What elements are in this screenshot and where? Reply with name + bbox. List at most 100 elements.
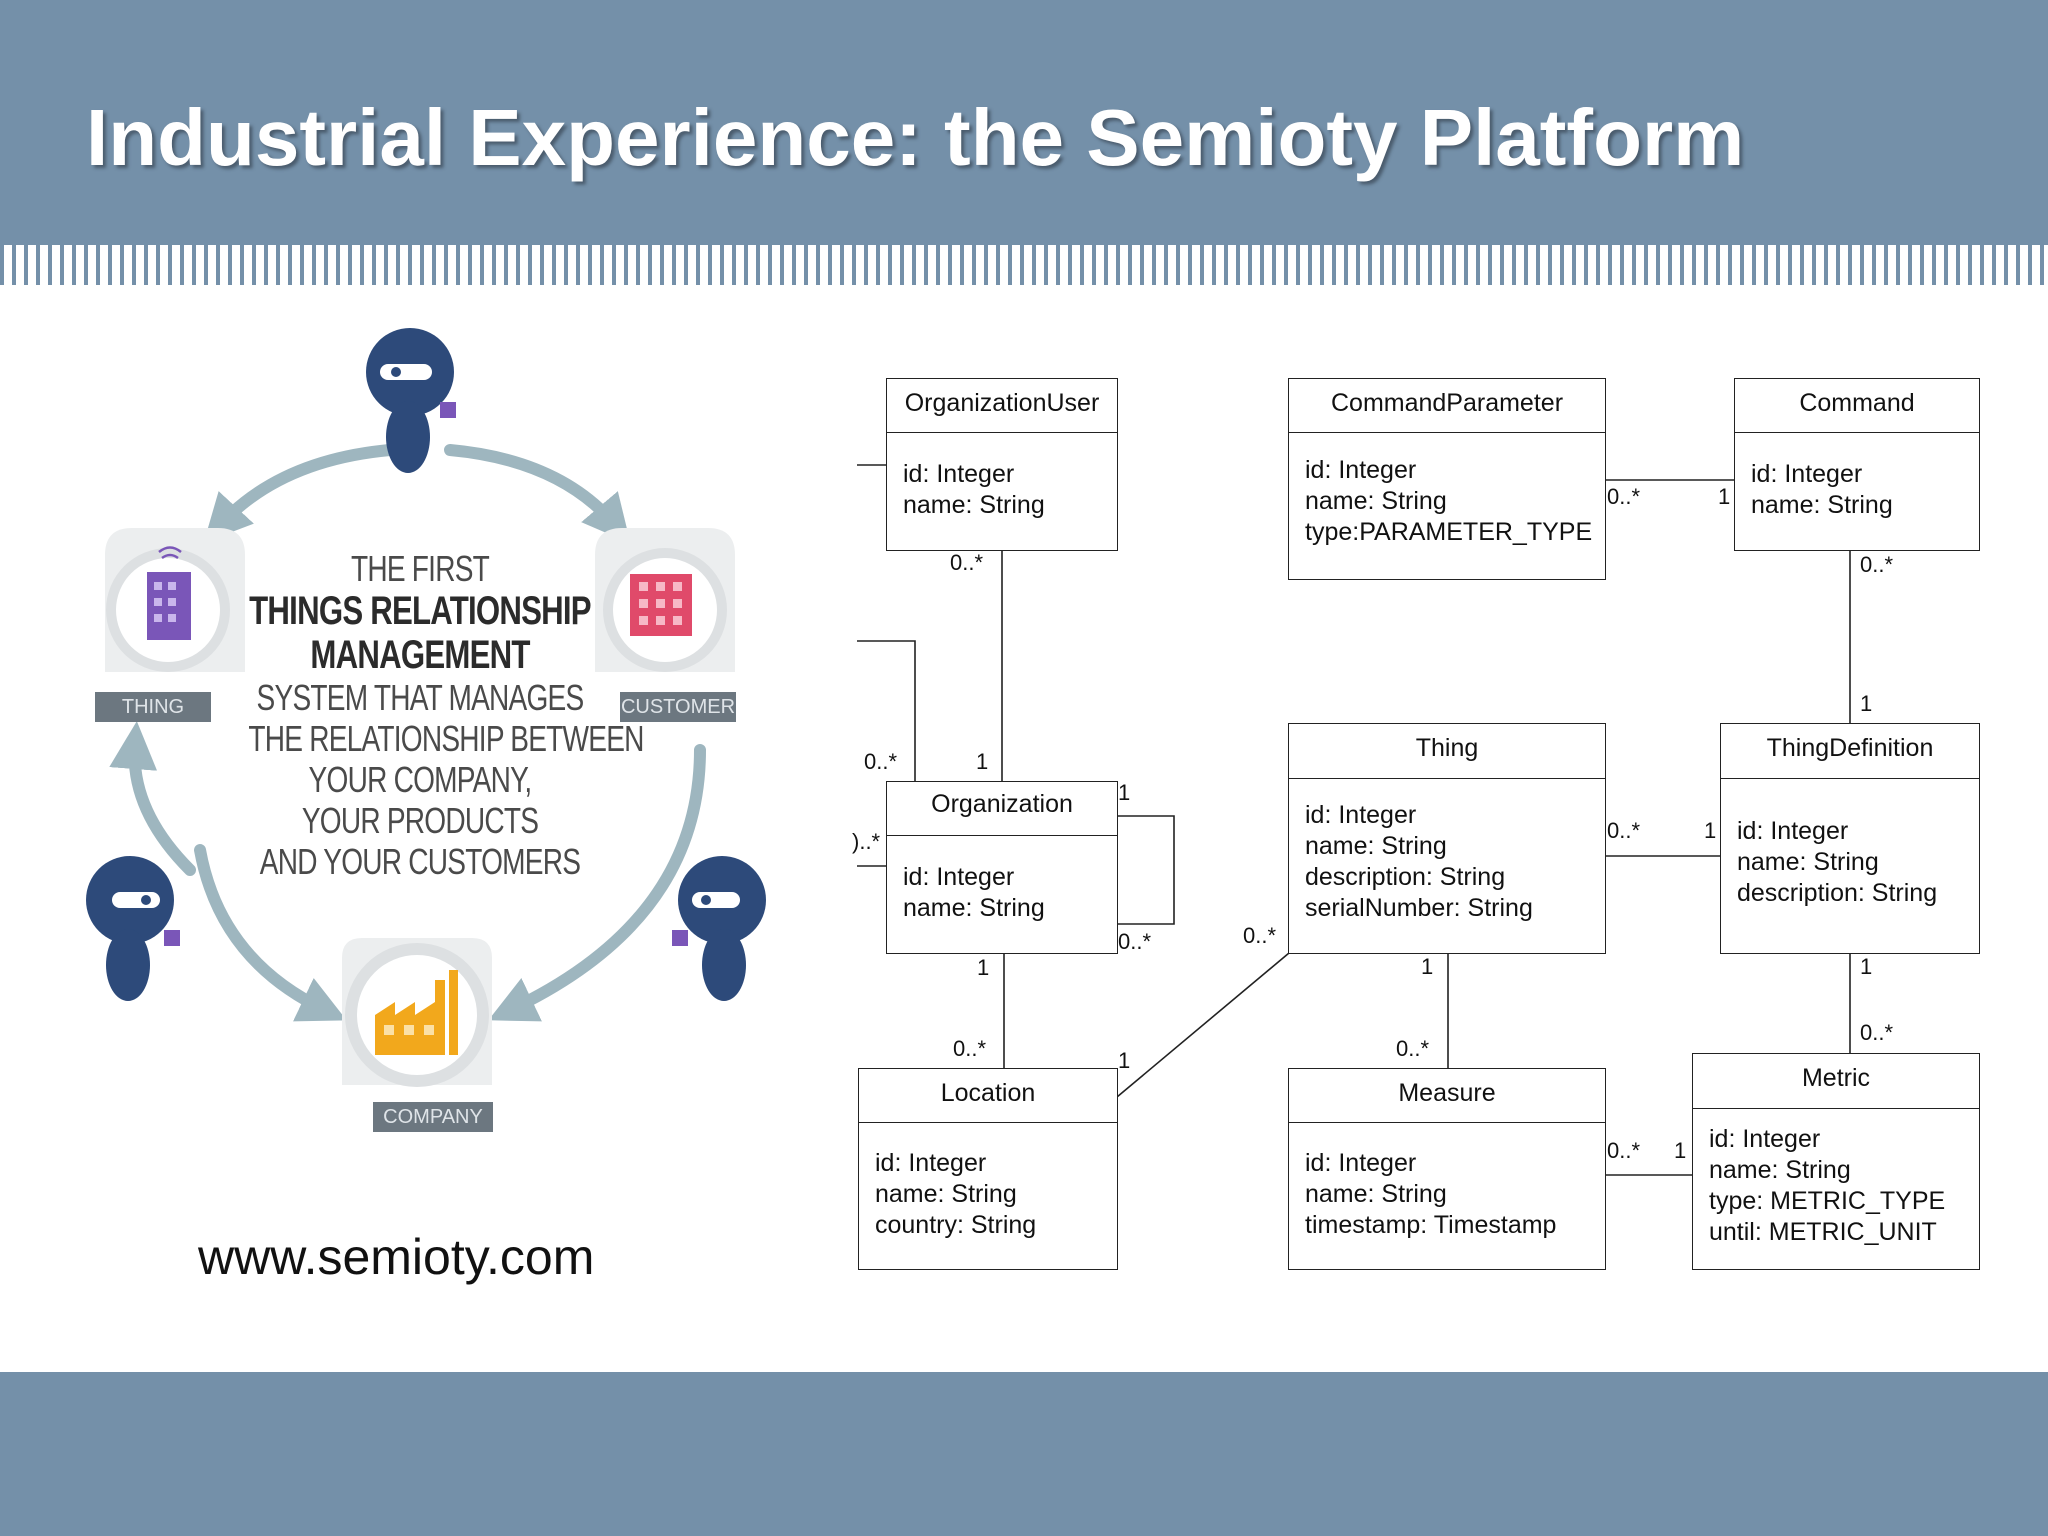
uml-class-thing[interactable]: Thing id: Integer name: String descripti… [1288,723,1606,954]
class-attribute: timestamp: Timestamp [1305,1211,1557,1239]
class-attribute: until: METRIC_UNIT [1709,1218,1937,1246]
trm-line: SYSTEM THAT MANAGES [256,677,585,718]
ninja-mascot-icon [672,856,766,1001]
class-attributes: id: Integer name: String country: String [875,1148,1036,1241]
multiplicity-label: 0..* [1396,1036,1430,1061]
uml-class-thing-definition[interactable]: ThingDefinition id: Integer name: String… [1720,723,1980,954]
class-divider [887,432,1117,433]
multiplicity-label: 1 [1860,691,1873,716]
class-attributes: id: Integer name: String [903,862,1045,924]
uml-class-location[interactable]: Location id: Integer name: String countr… [858,1068,1118,1270]
trm-line: MANAGEMENT [310,633,530,677]
trm-line: YOUR PRODUCTS [301,800,539,841]
multiplicity-label: 0..* [1860,552,1894,577]
multiplicity-label: 0..* [1118,929,1152,954]
class-attribute: name: String [1305,487,1447,515]
uml-class-organization-user[interactable]: OrganizationUser id: Integer name: Strin… [886,378,1118,551]
class-attribute: name: String [903,491,1045,519]
class-attribute: type: METRIC_TYPE [1709,1187,1946,1215]
class-divider [859,1122,1117,1123]
trm-line: AND YOUR CUSTOMERS [259,841,581,882]
uml-class-measure[interactable]: Measure id: Integer name: String timesta… [1288,1068,1606,1270]
class-attribute: id: Integer [1709,1125,1821,1153]
class-attributes: id: Integer name: String [1751,459,1893,521]
class-attribute: name: String [875,1180,1017,1208]
class-attribute: name: String [1709,1156,1851,1184]
uml-class-command[interactable]: Command id: Integer name: String [1734,378,1980,551]
multiplicity-label: 1 [1860,954,1873,979]
assoc-organization-self [1116,815,1175,925]
trm-cycle-graphic [86,328,766,1087]
class-attribute: id: Integer [1305,801,1417,829]
arrow-left-up [109,721,196,876]
trm-line: THE FIRST [350,548,490,589]
class-name: Location [940,1079,1036,1107]
multiplicity-label: 1 [1674,1138,1687,1163]
class-attribute: id: Integer [903,460,1015,488]
uml-class-organization[interactable]: Organization id: Integer name: String [886,781,1118,954]
multiplicity-label: 1 [976,749,989,774]
class-attributes: id: Integer name: String timestamp: Time… [1305,1148,1556,1241]
class-attribute: country: String [875,1211,1037,1239]
trm-line: THINGS RELATIONSHIP [249,589,591,633]
class-divider [1289,432,1605,433]
class-divider [1693,1108,1979,1109]
class-attribute: name: String [1751,491,1893,519]
arrow-top-left [203,444,396,543]
stripe-divider [0,245,2048,285]
class-divider [1735,432,1979,433]
multiplicity-label: 0..* [1607,1138,1641,1163]
website-url[interactable]: www.semioty.com [198,1229,595,1285]
class-name: CommandParameter [1330,389,1564,417]
class-attribute: id: Integer [1305,456,1417,484]
multiplicity-label: 0..* [950,550,984,575]
building-icon [147,546,191,640]
class-attribute: name: String [903,894,1045,922]
multiplicity-label: 1 [1421,954,1434,979]
class-divider [887,835,1117,836]
class-attributes: id: Integer name: String type: METRIC_TY… [1709,1124,1945,1248]
trm-line: YOUR COMPANY, [308,759,533,800]
cycle-arrows [109,444,706,1022]
class-attributes: id: Integer name: String type:PARAMETER_… [1305,455,1592,548]
footer-band [0,1372,2048,1536]
multiplicity-label: 0..* [1243,923,1277,948]
class-attributes: id: Integer name: String description: St… [1737,816,1937,909]
customer-label: CUSTOMER [620,692,736,722]
multiplicity-label: 1 [1118,780,1131,805]
class-name: Command [1799,389,1915,417]
class-name: Metric [1801,1064,1871,1092]
trm-description: THE FIRST THINGS RELATIONSHIP MANAGEMENT… [200,548,644,882]
class-divider [1721,778,1979,779]
multiplicity-label: 0..* [1607,484,1641,509]
slide-title: Industrial Experience: the Semioty Platf… [86,93,1745,182]
trm-line: THE RELATIONSHIP BETWEEN [248,718,644,759]
multiplicity-label: )..* [852,829,881,854]
uml-class-metric[interactable]: Metric id: Integer name: String type: ME… [1692,1053,1980,1270]
multiplicity-label: 1 [977,955,990,980]
class-attribute: id: Integer [1305,1149,1417,1177]
office-building-icon [630,574,692,636]
class-name: Thing [1415,734,1479,762]
thing-badge [105,528,245,672]
multiplicity-label: 0..* [1607,818,1641,843]
class-attributes: id: Integer name: String [903,459,1045,521]
class-attribute: description: String [1737,879,1938,907]
assoc-offpage-organization [857,640,916,782]
ninja-mascot-icon [86,856,180,1001]
class-attribute: id: Integer [875,1149,987,1177]
class-attribute: name: String [1737,848,1879,876]
uml-class-command-parameter[interactable]: CommandParameter id: Integer name: Strin… [1288,378,1606,580]
multiplicity-label: 1 [1704,818,1717,843]
customer-badge [595,528,735,672]
arrow-right [488,744,706,1022]
company-badge [342,938,492,1087]
arrow-left [194,844,347,1022]
class-attribute: id: Integer [1751,460,1863,488]
class-attribute: serialNumber: String [1305,894,1533,922]
assoc-location-thing [1116,952,1290,1098]
class-attribute: description: String [1305,863,1506,891]
class-name: ThingDefinition [1766,734,1934,762]
multiplicity-label: 0..* [1860,1020,1894,1045]
